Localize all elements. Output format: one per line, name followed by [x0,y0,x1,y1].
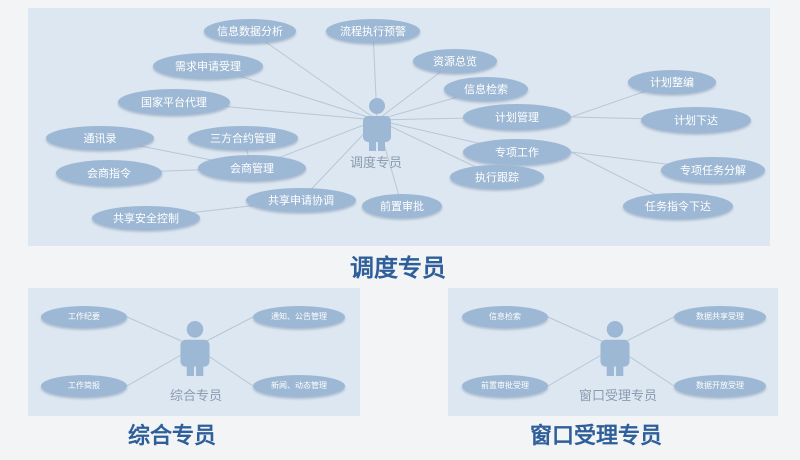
node-plan-management: 计划管理 [463,104,571,130]
node-demand-acceptance: 需求申请受理 [153,53,263,79]
node-share-coordinate: 共享申请协调 [246,188,356,212]
node-task-order-issue: 任务指令下达 [623,193,733,219]
node-notice-management: 通知、公告管理 [253,306,345,328]
node-work-minutes: 工作纪要 [41,306,127,328]
person-icon [600,321,630,376]
node-special-task-split: 专项任务分解 [661,157,765,183]
node-plan-issue: 计划下达 [641,107,751,133]
node-consult-order: 会商指令 [56,160,162,186]
node-info-data-analysis: 信息数据分析 [204,19,296,43]
node-share-security: 共享安全控制 [92,206,200,230]
person-icon [180,321,210,376]
connector-line [249,30,378,121]
main-caption: 调度专员 [350,254,446,282]
node-national-platform: 国家平台代理 [118,89,230,115]
person-icon [363,98,391,151]
node-resource-overview: 资源总览 [413,49,497,73]
main-center-label: 调度专员 [349,156,403,171]
node-tripartite-contract: 三方合约管理 [188,126,298,150]
left-center-label: 综合专员 [169,389,223,404]
right-caption: 窗口受理专员 [529,424,663,449]
node-data-open-accept: 数据开放受理 [674,375,766,397]
node-process-alert: 流程执行预警 [326,19,420,43]
node-address-book: 通讯录 [46,126,154,150]
node-info-search-window: 信息检索 [462,306,548,328]
node-work-briefing: 工作简报 [41,375,127,397]
node-consult-management: 会商管理 [198,155,306,181]
node-pre-approval-accept: 前置审批受理 [462,375,548,397]
node-data-share-accept: 数据共享受理 [674,306,766,328]
left-caption: 综合专员 [127,424,217,449]
node-pre-approval: 前置审批 [362,194,442,218]
node-plan-compile: 计划整编 [628,70,716,94]
node-special-work: 专项工作 [463,139,571,165]
right-center-label: 窗口受理专员 [578,389,658,404]
node-execution-track: 执行跟踪 [450,165,544,189]
node-info-search: 信息检索 [444,77,528,101]
node-news-management: 新闻、动态管理 [253,375,345,397]
